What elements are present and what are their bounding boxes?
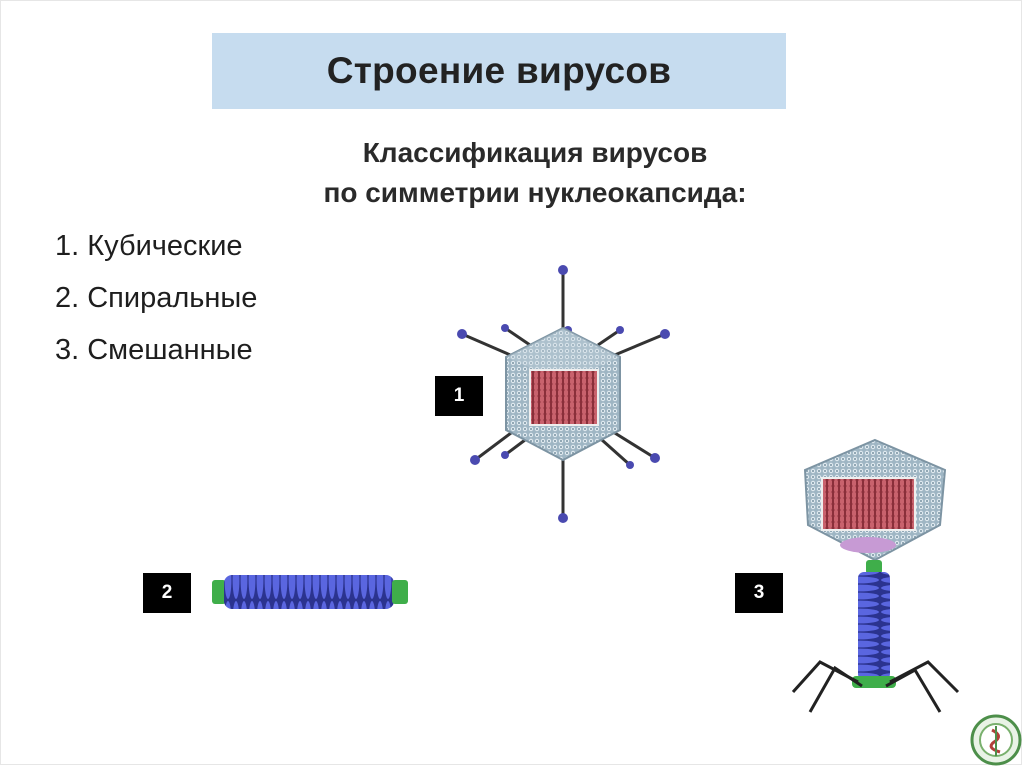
university-logo-icon: [970, 714, 1022, 766]
subtitle-line-2: по симметрии нуклеокапсида:: [323, 177, 747, 208]
classification-list: 1. Кубические 2. Спиральные 3. Смешанные: [55, 226, 257, 382]
bacteriophage-image: [791, 438, 960, 713]
list-item-cubic: 1. Кубические: [55, 230, 243, 262]
icosahedral-virus-image: [457, 265, 670, 523]
subtitle-line-1: Классификация вирусов: [362, 137, 708, 168]
page-title: Строение вирусов: [326, 50, 672, 91]
title-bar: Строение вирусов: [212, 33, 786, 109]
helical-virus-image: [212, 575, 408, 609]
list-item-spiral: 2. Спиральные: [55, 282, 258, 314]
list-item-mixed: 3. Смешанные: [55, 334, 253, 366]
badge-1: 1: [435, 376, 483, 416]
badge-3: 3: [735, 573, 783, 613]
badge-2: 2: [143, 573, 191, 613]
